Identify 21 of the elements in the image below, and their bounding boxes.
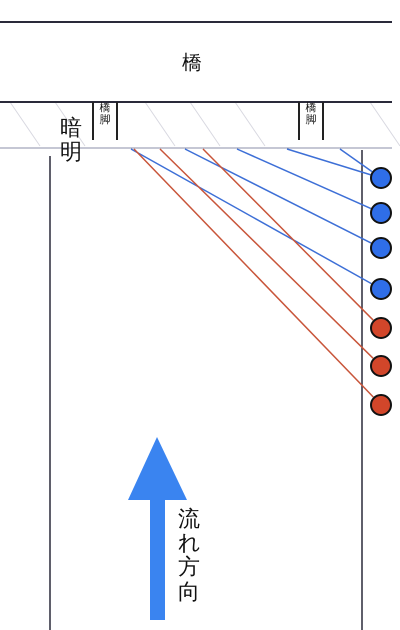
sight-line [130, 148, 372, 284]
observation-point [370, 237, 392, 259]
sight-line [236, 148, 372, 210]
bridge-band [0, 21, 392, 103]
observation-point [370, 317, 392, 339]
sight-line [202, 148, 374, 321]
observation-point [370, 355, 392, 377]
observation-point [370, 202, 392, 224]
bridge-pier: 橋脚 [298, 102, 324, 140]
observation-point [370, 278, 392, 300]
vertical-label: 暗明 [60, 117, 82, 166]
sight-line [340, 148, 372, 172]
vertical-label: 流れ方向 [178, 508, 200, 605]
sight-line [286, 148, 371, 176]
bridge-label: 橋 [182, 48, 202, 76]
sight-line [159, 148, 374, 359]
observation-point [370, 167, 392, 189]
sight-line [184, 148, 372, 244]
observation-point [370, 394, 392, 416]
bridge-pier: 橋脚 [92, 102, 118, 140]
sight-line [133, 148, 374, 398]
